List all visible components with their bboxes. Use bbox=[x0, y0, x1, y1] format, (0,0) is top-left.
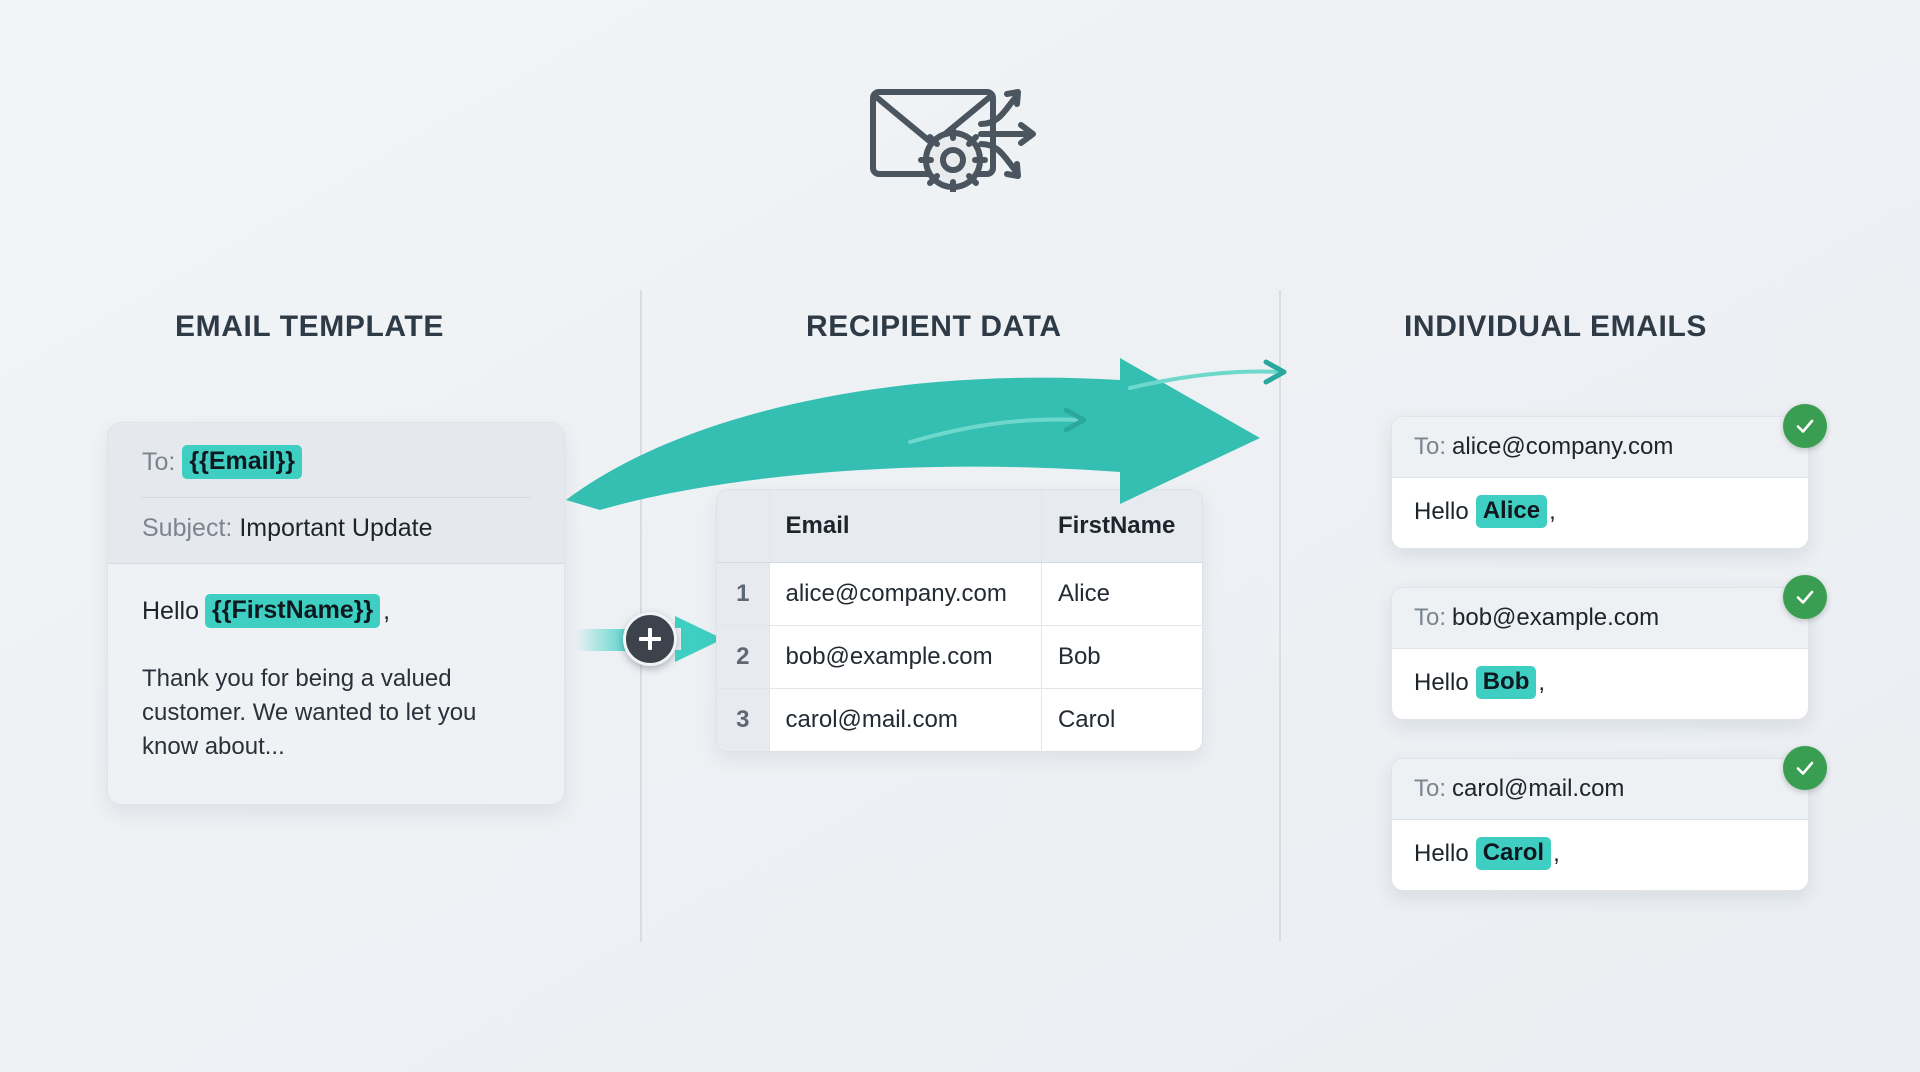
merged-name-value: Carol bbox=[1475, 837, 1552, 870]
check-icon bbox=[1796, 590, 1814, 604]
template-body-text: Thank you for being a valued customer. W… bbox=[142, 665, 477, 761]
header-icon-area bbox=[0, 72, 1920, 192]
email-address: carol@mail.com bbox=[1452, 775, 1625, 802]
row-number: 3 bbox=[717, 688, 770, 751]
merge-plus-icon bbox=[623, 612, 677, 666]
row-number: 2 bbox=[717, 625, 770, 689]
email-address: bob@example.com bbox=[1452, 604, 1660, 631]
email-body: Hello Alice , bbox=[1392, 478, 1808, 548]
cell-email: alice@company.com bbox=[769, 562, 1042, 626]
template-divider-rule bbox=[142, 497, 530, 498]
email-greeting-label: Hello bbox=[1414, 839, 1469, 867]
template-to-label: To: bbox=[142, 447, 176, 476]
table-header-row: Email FirstName bbox=[717, 490, 1202, 563]
cell-firstname: Carol bbox=[1041, 688, 1202, 751]
template-subject-label: Subject: bbox=[142, 514, 233, 542]
cell-firstname: Bob bbox=[1041, 625, 1202, 689]
email-greeting-punct: , bbox=[1538, 668, 1546, 696]
template-header-band: To: {{Email}} Subject: Important Update bbox=[108, 423, 564, 563]
recipient-data-table[interactable]: Email FirstName 1 alice@company.com Alic… bbox=[716, 489, 1203, 752]
merged-name-value: Alice bbox=[1475, 495, 1548, 528]
cell-email: carol@mail.com bbox=[769, 688, 1042, 751]
email-greeting-label: Hello bbox=[1414, 497, 1469, 525]
page-title-recipient-data: RECIPIENT DATA bbox=[806, 310, 1062, 343]
email-body: Hello Bob , bbox=[1392, 649, 1808, 719]
check-icon bbox=[1796, 419, 1814, 433]
email-greeting-label: Hello bbox=[1414, 668, 1469, 696]
connector-arrowhead-icon bbox=[675, 616, 723, 662]
divider-right bbox=[1279, 290, 1281, 942]
template-greeting-label: Hello bbox=[142, 596, 199, 625]
email-to-row: To:carol@mail.com bbox=[1392, 759, 1808, 820]
cell-firstname: Alice bbox=[1041, 562, 1202, 626]
table-header-email: Email bbox=[769, 490, 1042, 563]
status-badge-sent bbox=[1783, 746, 1827, 790]
merged-name-value: Bob bbox=[1475, 666, 1537, 699]
page-title-email-template: EMAIL TEMPLATE bbox=[175, 310, 444, 343]
email-address: alice@company.com bbox=[1452, 433, 1674, 460]
template-body: Hello {{FirstName}} , Thank you for bein… bbox=[108, 563, 564, 805]
status-badge-sent bbox=[1783, 404, 1827, 448]
merge-token-firstname: {{FirstName}} bbox=[204, 594, 381, 628]
table-header-firstname: FirstName bbox=[1041, 490, 1202, 563]
individual-email-card[interactable]: To:alice@company.com Hello Alice , bbox=[1391, 416, 1809, 549]
cell-email: bob@example.com bbox=[769, 625, 1042, 689]
table-row[interactable]: 1 alice@company.com Alice bbox=[717, 562, 1202, 626]
table-row[interactable]: 3 carol@mail.com Carol bbox=[717, 688, 1202, 751]
curved-arrow-icon bbox=[566, 358, 1287, 510]
envelope-gear-arrows-icon bbox=[870, 89, 1036, 192]
merge-connector bbox=[575, 608, 723, 670]
template-subject-row: Subject: Important Update bbox=[142, 514, 530, 543]
template-greeting-punct: , bbox=[383, 596, 391, 625]
email-template-card[interactable]: To: {{Email}} Subject: Important Update … bbox=[107, 422, 565, 806]
status-badge-sent bbox=[1783, 575, 1827, 619]
row-number: 1 bbox=[717, 562, 770, 626]
email-greeting-punct: , bbox=[1549, 497, 1556, 525]
email-greeting-punct: , bbox=[1553, 839, 1560, 867]
individual-email-card[interactable]: To:carol@mail.com Hello Carol , bbox=[1391, 758, 1809, 891]
email-to-label: To: bbox=[1414, 775, 1447, 802]
template-to-row: To: {{Email}} bbox=[142, 445, 530, 479]
column-headings: EMAIL TEMPLATE RECIPIENT DATA INDIVIDUAL… bbox=[0, 310, 1920, 356]
email-body: Hello Carol , bbox=[1392, 820, 1808, 890]
merge-token-email: {{Email}} bbox=[182, 445, 302, 479]
page-title-individual-emails: INDIVIDUAL EMAILS bbox=[1404, 310, 1707, 343]
email-to-row: To:alice@company.com bbox=[1392, 417, 1808, 478]
table-header-rownum bbox=[717, 490, 770, 563]
template-subject-value: Important Update bbox=[239, 514, 433, 542]
template-greeting-row: Hello {{FirstName}} , bbox=[142, 594, 530, 628]
individual-email-card[interactable]: To:bob@example.com Hello Bob , bbox=[1391, 587, 1809, 720]
email-to-label: To: bbox=[1414, 433, 1447, 460]
connector-fade-bar bbox=[575, 629, 637, 651]
email-to-label: To: bbox=[1414, 604, 1447, 631]
check-icon bbox=[1796, 761, 1814, 775]
table-row[interactable]: 2 bob@example.com Bob bbox=[717, 625, 1202, 689]
email-to-row: To:bob@example.com bbox=[1392, 588, 1808, 649]
